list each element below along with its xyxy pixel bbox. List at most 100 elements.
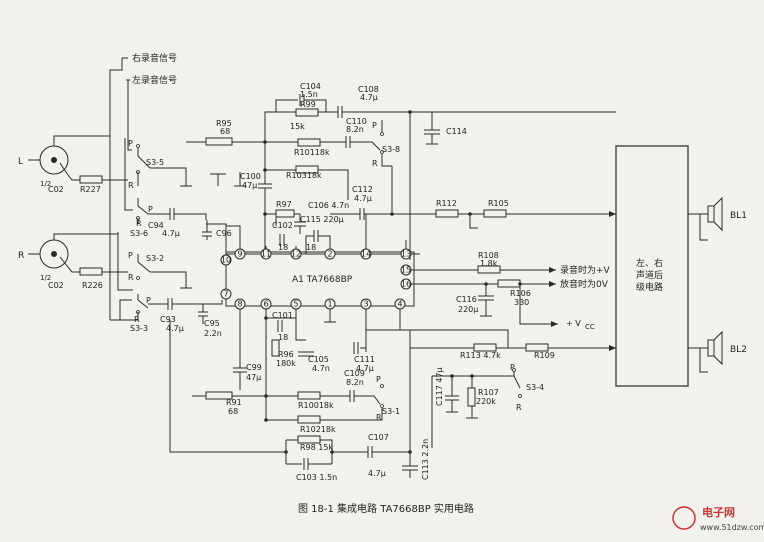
c104-value: 1.5n (300, 90, 318, 99)
c116-value: 220μ (458, 305, 478, 314)
pin-16-label: 16 (401, 280, 411, 289)
r227-label: R227 (80, 185, 101, 194)
pin-11 (260, 248, 272, 260)
pin-8 (234, 298, 246, 310)
r103-network (210, 165, 349, 200)
r95-network (186, 120, 392, 167)
pin-2-label: 2 (327, 250, 332, 259)
c94-value: 4.7μ (162, 229, 180, 238)
pin-13 (400, 248, 412, 260)
r96-label: R96 (278, 350, 294, 359)
r106-label: R106 (510, 289, 531, 298)
r97-value: 18 (306, 243, 316, 252)
r103-label: R10318k (286, 171, 322, 180)
c112-value: 4.7μ (354, 194, 372, 203)
bottom-left-network (192, 348, 384, 424)
s3-2-label: S3-2 (146, 254, 164, 263)
pin-5-label: 5 (293, 300, 298, 309)
r109-resistor (525, 343, 549, 352)
s3-1-label: S3-1 (382, 407, 400, 416)
c95-value: 2.2n (204, 329, 222, 338)
c113-label: C113 2.2n (421, 439, 430, 480)
r227-resistor (79, 175, 103, 184)
c111-network (353, 329, 616, 354)
s3-8-p-label: P (372, 121, 377, 130)
amp-block-line-2: 声道后 (636, 269, 663, 281)
r100-label: R10018k (298, 401, 334, 410)
r95-label: R95 (216, 119, 232, 128)
r106-value: 330 (514, 298, 529, 307)
bl1-label: BL1 (730, 211, 747, 221)
pin-14 (360, 248, 372, 260)
watermark-brand: 电子网 (702, 505, 735, 519)
c105-value: 4.7n (312, 364, 330, 373)
c101-label: C101 (272, 311, 293, 320)
pin-12-label: 12 (291, 250, 301, 259)
amp-block-line-3: 级电路 (636, 281, 663, 293)
r99-value: 15k (290, 122, 305, 131)
switch-s3-6 (136, 198, 170, 224)
r226-resistor (79, 267, 103, 276)
c117-label: C117 47μ (435, 367, 444, 406)
c112-label: C112 (352, 185, 373, 194)
pin-10-label: 10 (221, 256, 231, 265)
c107-value: 4.7μ (368, 469, 386, 478)
bl2-label: BL2 (730, 345, 747, 355)
speaker-bl1 (707, 196, 723, 232)
r98-c103-network (169, 320, 418, 478)
r91-label: R91 (226, 398, 242, 407)
r107-resistor (467, 387, 476, 407)
r112-resistor (435, 209, 459, 218)
c108-label: C108 (358, 85, 379, 94)
pin-8-label: 8 (237, 300, 242, 309)
pin-15 (400, 264, 412, 276)
amplifier-block (615, 145, 708, 387)
ic-pin-markers: 9 11 12 2 14 13 15 16 4 3 1 5 6 8 7 10 (220, 248, 412, 310)
s3-1-r-label: R (376, 413, 382, 422)
c99-value: 47μ (246, 373, 261, 382)
s3-5-label: S3-5 (146, 158, 164, 167)
s3-3-p-label: P (146, 296, 151, 305)
s3-6-p-label: P (148, 205, 153, 214)
c109-label: C109 (344, 369, 365, 378)
c106-label: C106 4.7n (308, 201, 349, 210)
pin-2 (324, 248, 336, 260)
c112-network (330, 166, 616, 229)
play-voltage-note: 放音时为0V (560, 278, 609, 290)
pin-5 (290, 298, 302, 310)
c110-value: 8.2n (346, 125, 364, 134)
r105-label: R105 (488, 199, 509, 208)
c93-value: 4.7μ (166, 324, 184, 333)
s3-3-r-label: R (134, 315, 140, 324)
r107-value: 220k (476, 397, 496, 406)
s3-4-p-label: P (510, 363, 515, 372)
r98-resistor (297, 435, 321, 444)
pin-7-label: 7 (223, 290, 228, 299)
c102-label: C102 (272, 221, 293, 230)
pin-15-label: 15 (401, 266, 411, 275)
r226-label: R226 (82, 281, 103, 290)
r109-label: R109 (534, 351, 555, 360)
c101-r96-network (265, 317, 314, 420)
s3-8-r-label: R (372, 159, 378, 168)
r106-resistor (497, 279, 521, 288)
r97-label: R97 (276, 200, 292, 209)
s3-2-r-label: R (128, 273, 134, 282)
pin-7 (220, 288, 232, 300)
pin-3-label: 3 (363, 300, 368, 309)
vcc-subscript: CC (585, 323, 595, 331)
r113-label: R113 4.7k (460, 351, 501, 360)
r101-resistor (297, 138, 321, 147)
c111-value: 4.7μ (356, 364, 374, 373)
left-jack-label: L (18, 157, 23, 167)
r108-label: R108 (478, 251, 499, 260)
pin-4 (394, 298, 406, 310)
s3-4-label: S3-4 (526, 383, 544, 392)
c104-label: C104 (300, 82, 321, 91)
output-network (406, 265, 558, 325)
c107-label: C107 (368, 433, 389, 442)
s3-4-r-label: R (516, 403, 522, 412)
recording-signal-lines (109, 57, 133, 321)
pin-9 (234, 248, 246, 260)
switch-s3-2 (136, 254, 192, 289)
